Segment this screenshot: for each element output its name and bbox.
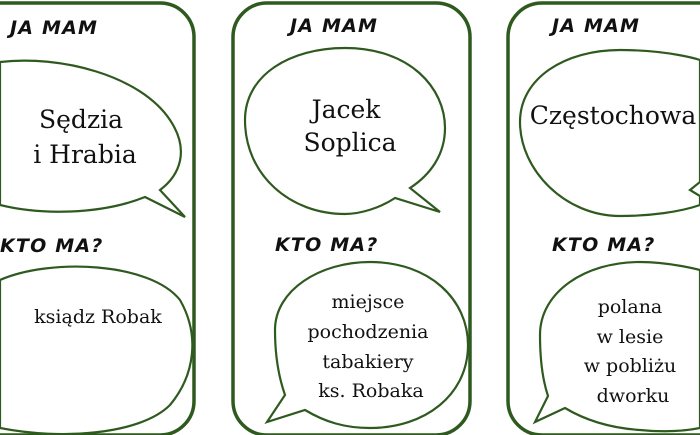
- card-3-have-bubble: [518, 48, 700, 218]
- card-1-who-text: ksiądz Robak: [34, 306, 162, 328]
- card-2-who-bubble: [264, 260, 470, 430]
- card-2-have-label: JA MAM: [286, 15, 378, 37]
- card-1-frame: [0, 1, 196, 435]
- card-3-who-text: polana w lesie w pobliżu dworku: [584, 296, 683, 407]
- card-2-have-text: Jacek Soplica: [303, 95, 396, 157]
- card-3-have-label: JA MAM: [548, 15, 640, 37]
- card-2-who-text: miejsce pochodzenia tabakiery ks. Robaka: [307, 291, 434, 402]
- card-2-frame: [231, 1, 472, 435]
- card-3-who-label: KTO MA?: [552, 234, 655, 256]
- card-1-have-text: Sędzia i Hrabia: [33, 105, 137, 169]
- card-3-frame: [506, 1, 700, 435]
- card-1-who-bubble: [0, 265, 194, 435]
- card-3-who-bubble: [532, 260, 700, 433]
- card-3: JA MAM Częstochowa KTO MA? polana w lesi…: [506, 1, 700, 435]
- card-1-have-label: JA MAM: [6, 17, 98, 39]
- card-3-have-text: Częstochowa: [530, 101, 697, 130]
- card-2-who-label: KTO MA?: [275, 234, 378, 256]
- card-2: JA MAM Jacek Soplica KTO MA? miejsce poc…: [231, 1, 472, 435]
- card-1: JA MAM Sędzia i Hrabia KTO MA? ksiądz Ro…: [0, 1, 196, 435]
- card-1-who-label: KTO MA?: [0, 235, 103, 257]
- card-1-have-bubble: [0, 59, 186, 218]
- card-2-have-bubble: [243, 46, 447, 216]
